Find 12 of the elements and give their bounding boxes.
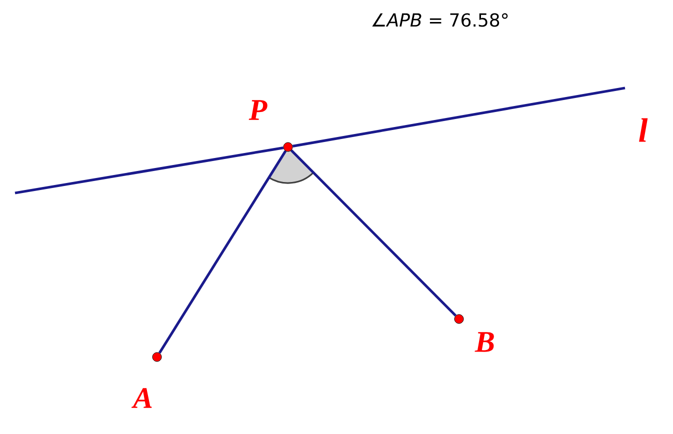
line-segment [14, 146, 284, 194]
angle-measurement: ∠APB = 76.58° [372, 13, 508, 27]
line-segment [292, 86, 626, 148]
node-label: P [248, 100, 268, 120]
line-segment [290, 149, 457, 317]
point: P [248, 100, 293, 152]
line-segment [158, 150, 287, 354]
point: B [454, 314, 494, 352]
line-label: l [639, 118, 648, 142]
point: A [131, 352, 162, 408]
node-label: A [131, 388, 152, 408]
node-label: B [474, 332, 494, 352]
